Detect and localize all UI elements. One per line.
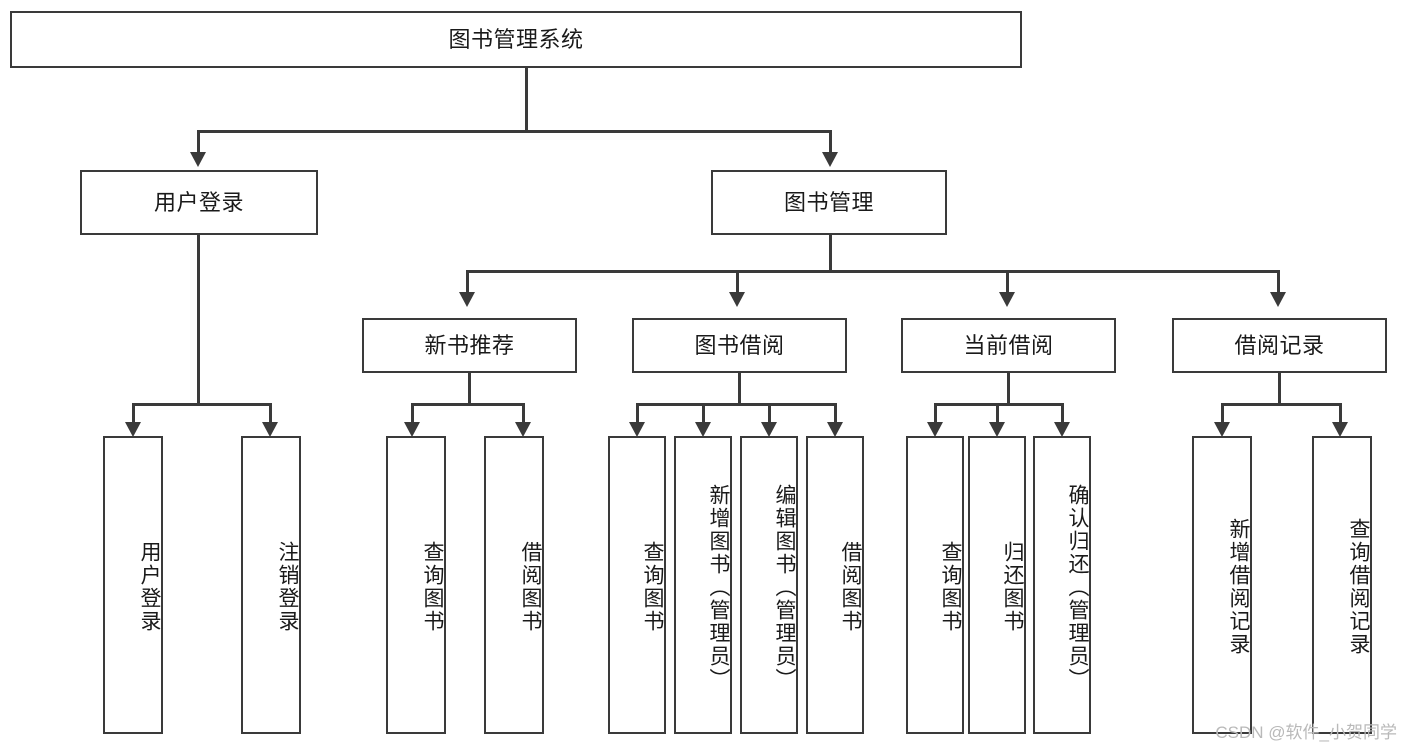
node-user-login[interactable]: 用户登录 [80,170,318,235]
leaf-label: 查询图书 [421,541,444,633]
arrow-book-mgmt-to-current-borrow [999,292,1015,307]
connector-book-borrow-l3 [768,403,771,424]
leaf-book-borrow-1[interactable]: 查询图书 [608,436,666,734]
connector-book-borrow-l1 [636,403,639,424]
connector-current-borrow-trunk [1007,373,1010,405]
connector-borrow-record-bar [1221,403,1342,406]
arrow-root-to-book-mgmt [822,152,838,167]
arrow-borrow-record-leaf-2 [1332,422,1348,437]
connector-book-borrow-bar [636,403,837,406]
leaf-label: 查询图书 [641,541,664,633]
connector-book-mgmt-c4 [1277,270,1280,294]
leaf-current-borrow-1[interactable]: 查询图书 [906,436,964,734]
node-current-borrow[interactable]: 当前借阅 [901,318,1116,373]
connector-new-book-trunk [468,373,471,405]
connector-book-mgmt-c3 [1006,270,1009,294]
arrow-book-mgmt-to-borrow-record [1270,292,1286,307]
leaf-current-borrow-2[interactable]: 归还图书 [968,436,1026,734]
arrow-root-to-user-login [190,152,206,167]
leaf-borrow-record-2[interactable]: 查询借阅记录 [1312,436,1372,734]
connector-current-borrow-l2 [996,403,999,424]
leaf-new-book-1[interactable]: 查询图书 [386,436,446,734]
leaf-label: 归还图书 [1001,541,1024,633]
node-label: 图书管理系统 [448,26,584,52]
node-borrow-record[interactable]: 借阅记录 [1172,318,1387,373]
arrow-book-borrow-leaf-2 [695,422,711,437]
connector-root-trunk [525,68,528,130]
leaf-label: 新增图书（管理员） [707,483,730,691]
node-label: 用户登录 [153,189,244,215]
connector-new-book-l1 [411,403,414,424]
leaf-label: 借阅图书 [839,541,862,633]
connector-borrow-record-l1 [1221,403,1224,424]
connector-new-book-l2 [522,403,525,424]
connector-book-borrow-trunk [738,373,741,405]
connector-current-borrow-bar [934,403,1064,406]
arrow-book-mgmt-to-book-borrow [729,292,745,307]
node-book-management[interactable]: 图书管理 [711,170,947,235]
arrow-book-mgmt-to-new-book [459,292,475,307]
connector-root-to-user-login [197,130,200,154]
leaf-book-borrow-2[interactable]: 新增图书（管理员） [674,436,732,734]
node-root-system[interactable]: 图书管理系统 [10,11,1022,68]
connector-current-borrow-l1 [934,403,937,424]
connector-book-borrow-l2 [702,403,705,424]
connector-user-login-trunk [197,235,200,406]
leaf-user-login-2[interactable]: 注销登录 [241,436,301,734]
leaf-book-borrow-3[interactable]: 编辑图书（管理员） [740,436,798,734]
node-label: 借阅记录 [1234,332,1325,358]
connector-user-login-right [269,403,272,424]
leaf-label: 用户登录 [138,541,161,633]
leaf-label: 确认归还（管理员） [1066,483,1089,691]
connector-book-mgmt-trunk [829,235,832,272]
arrow-new-book-leaf-1 [404,422,420,437]
connector-book-mgmt-c1 [466,270,469,294]
connector-root-bar [197,130,831,133]
watermark: CSDN @软件_小贺同学 [1215,723,1397,742]
node-label: 当前借阅 [963,332,1054,358]
arrow-current-borrow-leaf-3 [1054,422,1070,437]
leaf-label: 编辑图书（管理员） [773,483,796,691]
connector-borrow-record-l2 [1339,403,1342,424]
arrow-book-borrow-leaf-1 [629,422,645,437]
leaf-label: 借阅图书 [519,541,542,633]
connector-user-login-bar [132,403,271,406]
leaf-label: 查询借阅记录 [1347,518,1370,656]
connector-new-book-bar [411,403,525,406]
node-book-borrow[interactable]: 图书借阅 [632,318,847,373]
arrow-book-borrow-leaf-3 [761,422,777,437]
arrow-user-login-leaf-1 [125,422,141,437]
arrow-current-borrow-leaf-2 [989,422,1005,437]
node-label: 新书推荐 [424,332,515,358]
leaf-new-book-2[interactable]: 借阅图书 [484,436,544,734]
arrow-current-borrow-leaf-1 [927,422,943,437]
arrow-new-book-leaf-2 [515,422,531,437]
connector-book-mgmt-c2 [736,270,739,294]
leaf-label: 注销登录 [276,541,299,633]
connector-user-login-left [132,403,135,424]
node-label: 图书借阅 [694,332,785,358]
leaf-label: 新增借阅记录 [1227,518,1250,656]
connector-root-to-book-mgmt [829,130,832,154]
leaf-user-login-1[interactable]: 用户登录 [103,436,163,734]
leaf-borrow-record-1[interactable]: 新增借阅记录 [1192,436,1252,734]
leaf-label: 查询图书 [939,541,962,633]
connector-book-borrow-l4 [834,403,837,424]
arrow-user-login-leaf-2 [262,422,278,437]
node-new-book-recommend[interactable]: 新书推荐 [362,318,577,373]
connector-current-borrow-l3 [1061,403,1064,424]
connector-book-mgmt-bar [466,270,1277,273]
leaf-current-borrow-3[interactable]: 确认归还（管理员） [1033,436,1091,734]
arrow-borrow-record-leaf-1 [1214,422,1230,437]
leaf-book-borrow-4[interactable]: 借阅图书 [806,436,864,734]
node-label: 图书管理 [783,189,874,215]
arrow-book-borrow-leaf-4 [827,422,843,437]
connector-borrow-record-trunk [1278,373,1281,405]
